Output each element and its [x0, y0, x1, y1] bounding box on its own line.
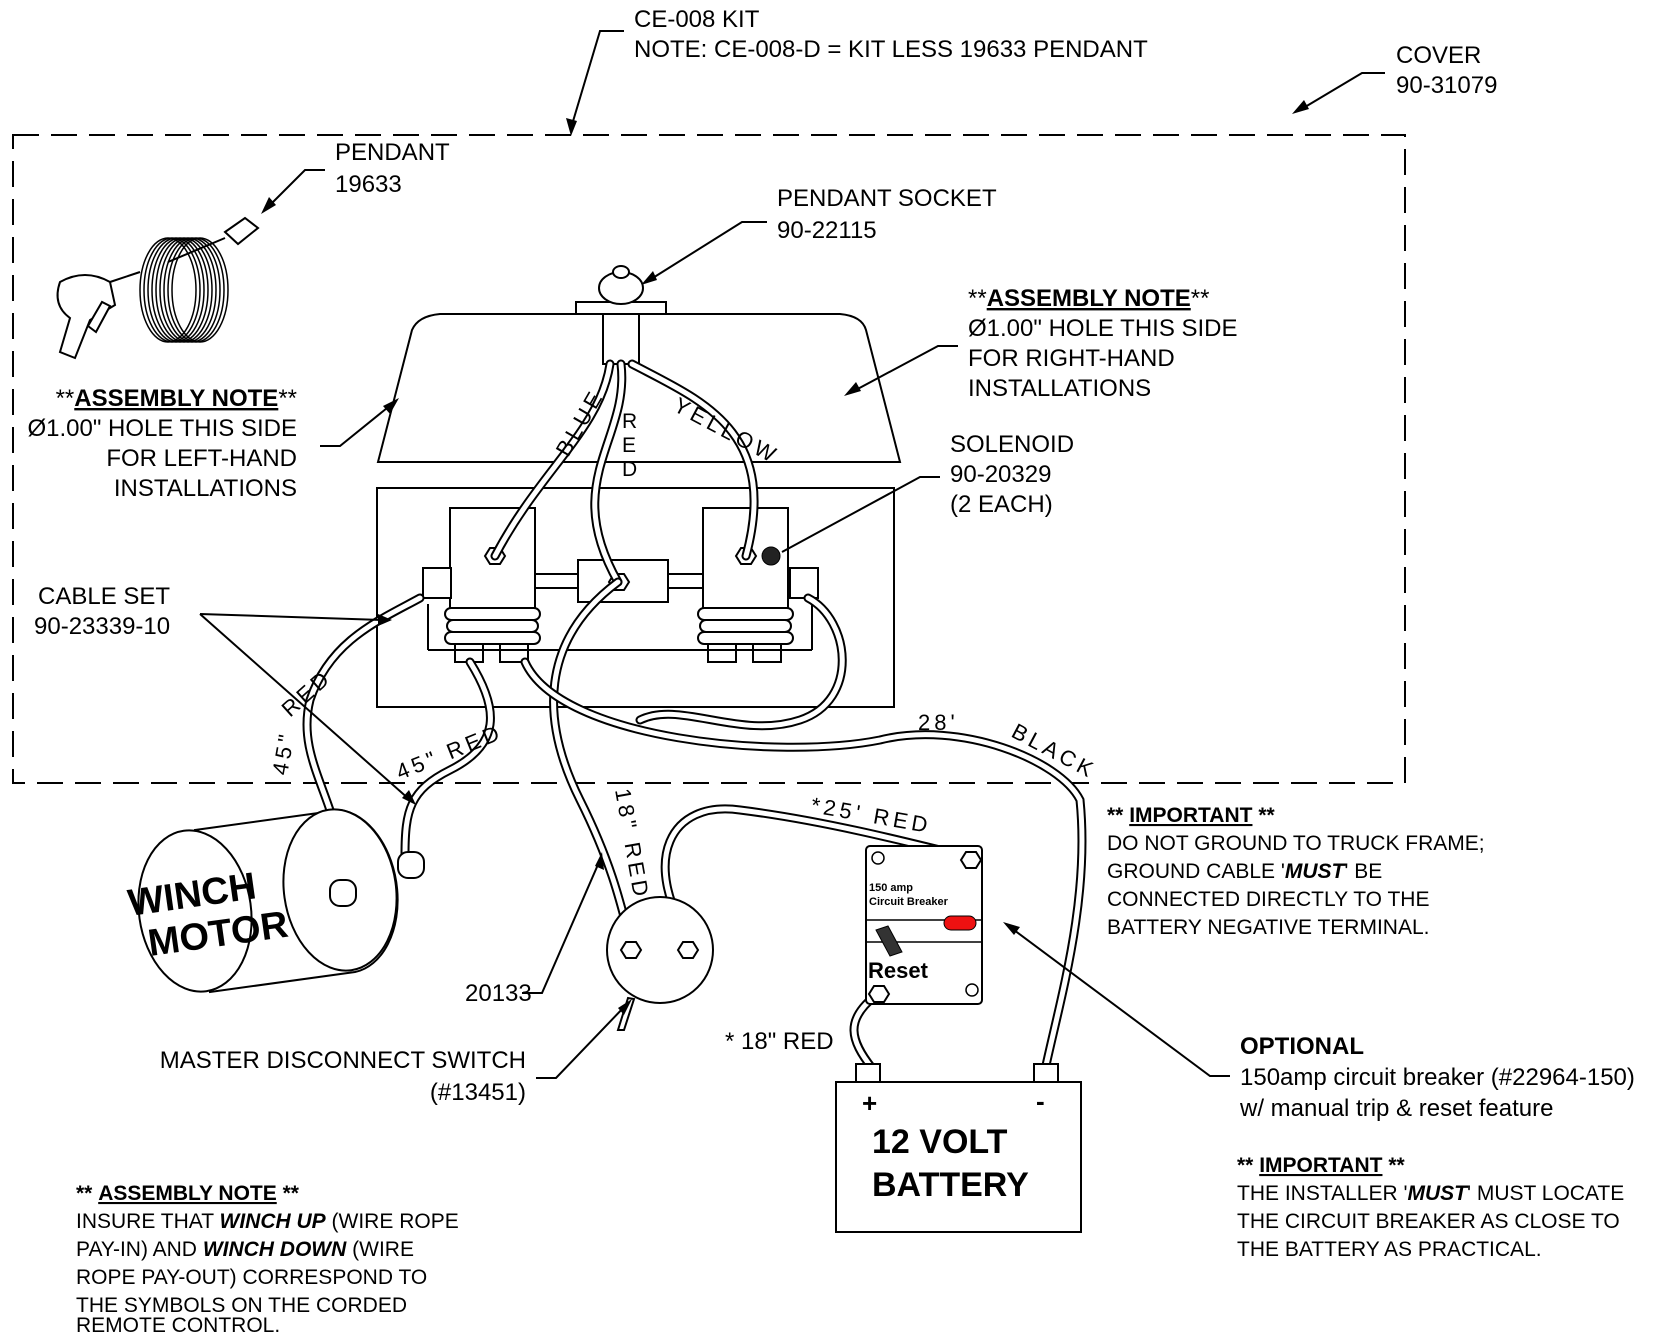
pendant-arrowhead	[261, 197, 276, 214]
solenoid-leader	[781, 476, 940, 553]
important-ground-line4: BATTERY NEGATIVE TERMINAL.	[1107, 916, 1429, 939]
assembly-note-bottom: ** ASSEMBLY NOTE ** INSURE THAT WINCH UP…	[76, 1182, 459, 1337]
pendant-leader	[267, 169, 325, 208]
assembly-right-title-line: **ASSEMBLY NOTE**	[968, 285, 1209, 312]
control-wires	[490, 359, 759, 587]
wire-45-left-length: 45"	[267, 729, 299, 777]
breaker-line2: Circuit Breaker	[869, 896, 949, 908]
battery: + - 12 VOLT BATTERY	[835, 1063, 1082, 1233]
optional-line1: 150amp circuit breaker (#22964-150)	[1240, 1064, 1635, 1091]
master-switch-leader	[536, 1004, 627, 1079]
solenoid-right	[697, 507, 794, 663]
pendant-icon	[56, 216, 260, 360]
assembly-bottom-line3: ROPE PAY-OUT) CORRESPOND TO	[76, 1266, 427, 1289]
cover-line2: 90-31079	[1396, 72, 1497, 99]
cable-set-line2: 90-23339-10	[34, 613, 170, 640]
battery-plus: +	[862, 1088, 877, 1118]
optional-note: OPTIONAL 150amp circuit breaker (#22964-…	[1003, 922, 1635, 1122]
wire-red-d: D	[622, 458, 637, 481]
wire-red-18-battery-label: * 18" RED	[725, 1028, 834, 1055]
wire-red-r: R	[622, 410, 637, 433]
breaker-line1: 150 amp	[869, 882, 913, 894]
important-breaker-line3: THE BATTERY AS PRACTICAL.	[1237, 1238, 1542, 1261]
cover-line1: COVER	[1396, 42, 1481, 69]
socket-line1: PENDANT SOCKET	[777, 185, 997, 212]
kit-leader	[570, 30, 624, 129]
assembly-left-title-line: **ASSEMBLY NOTE**	[56, 385, 297, 412]
optional-title: OPTIONAL	[1240, 1033, 1364, 1060]
assembly-bottom-title-line: ** ASSEMBLY NOTE **	[76, 1182, 300, 1205]
kit-line1: CE-008 KIT	[634, 6, 760, 33]
wire-black-length: 28'	[918, 710, 959, 735]
enclosure-cover	[376, 313, 902, 463]
wire-red-e: E	[622, 434, 636, 457]
assembly-left-leader	[320, 403, 393, 447]
important-ground-line3: CONNECTED DIRECTLY TO THE	[1107, 888, 1429, 911]
kit-label: CE-008 KIT NOTE: CE-008-D = KIT LESS 196…	[566, 6, 1148, 136]
socket-line2: 90-22115	[777, 217, 877, 244]
solenoid-left	[444, 507, 541, 663]
assembly-right-leader	[851, 345, 958, 393]
assembly-bottom-line5: REMOTE CONTROL.	[76, 1314, 280, 1337]
important-breaker-note: ** IMPORTANT ** THE INSTALLER 'MUST' MUS…	[1237, 1154, 1624, 1261]
cover-leader	[1299, 72, 1385, 111]
important-ground-title-line: ** IMPORTANT **	[1107, 804, 1275, 827]
switch-part-leader	[522, 859, 601, 994]
optional-line2: w/ manual trip & reset feature	[1239, 1095, 1553, 1122]
optional-leader	[1009, 926, 1230, 1077]
cable-set-leader-2	[199, 613, 411, 801]
solenoid-line1: SOLENOID	[950, 431, 1074, 458]
master-switch	[606, 896, 714, 1031]
important-ground-line2: GROUND CABLE 'MUST' BE	[1107, 860, 1382, 883]
cover-label: COVER 90-31079	[1292, 42, 1497, 114]
solenoid-line3: (2 EACH)	[950, 491, 1053, 518]
assembly-bottom-line4: THE SYMBOLS ON THE CORDED	[76, 1294, 407, 1317]
kit-line2: NOTE: CE-008-D = KIT LESS 19633 PENDANT	[634, 36, 1148, 63]
important-ground-note: ** IMPORTANT ** DO NOT GROUND TO TRUCK F…	[1107, 804, 1485, 939]
assembly-note-left: **ASSEMBLY NOTE** Ø1.00" HOLE THIS SIDE …	[27, 385, 399, 502]
pendant-line2: 19633	[335, 171, 402, 198]
important-breaker-title-line: ** IMPORTANT **	[1237, 1154, 1405, 1177]
assembly-left-line2: FOR LEFT-HAND	[106, 445, 297, 472]
assembly-bottom-line2: PAY-IN) AND WINCH DOWN (WIRE	[76, 1238, 414, 1261]
battery-line2: BATTERY	[872, 1166, 1029, 1204]
cable-set-leader-1	[199, 613, 384, 621]
solenoid-label: SOLENOID 90-20329 (2 EACH)	[781, 431, 1074, 553]
pendant-label: PENDANT 19633	[261, 139, 450, 214]
winch-motor: WINCH MOTOR	[125, 808, 425, 994]
important-breaker-line2: THE CIRCUIT BREAKER AS CLOSE TO	[1237, 1210, 1620, 1233]
assembly-right-line3: INSTALLATIONS	[968, 375, 1151, 402]
important-breaker-line1: THE INSTALLER 'MUST' MUST LOCATE	[1237, 1182, 1624, 1205]
cover-outline	[12, 134, 1406, 784]
assembly-left-line3: INSTALLATIONS	[114, 475, 297, 502]
kit-arrowhead	[566, 118, 577, 136]
cable-set-line1: CABLE SET	[38, 583, 170, 610]
circuit-breaker: 150 amp Circuit Breaker Reset	[865, 845, 983, 1005]
cable-set-label: CABLE SET 90-23339-10	[34, 583, 416, 805]
breaker-reset: Reset	[868, 958, 929, 983]
pendant-line1: PENDANT	[335, 139, 450, 166]
assembly-bottom-line1: INSURE THAT WINCH UP (WIRE ROPE	[76, 1210, 459, 1233]
socket-arrowhead	[641, 271, 657, 285]
switch-part-number: 20133	[465, 980, 532, 1007]
important-ground-line1: DO NOT GROUND TO TRUCK FRAME;	[1107, 832, 1485, 855]
center-connector	[422, 559, 819, 651]
assembly-right-line1: Ø1.00" HOLE THIS SIDE	[968, 315, 1238, 342]
assembly-right-line2: FOR RIGHT-HAND	[968, 345, 1175, 372]
cover-arrowhead	[1292, 100, 1309, 114]
assembly-left-line1: Ø1.00" HOLE THIS SIDE	[27, 415, 297, 442]
socket-label: PENDANT SOCKET 90-22115	[641, 185, 997, 285]
master-switch-line1: MASTER DISCONNECT SWITCH	[160, 1047, 526, 1074]
master-switch-line2: (#13451)	[430, 1079, 526, 1106]
battery-minus: -	[1036, 1086, 1045, 1116]
battery-line1: 12 VOLT	[872, 1123, 1008, 1161]
assembly-note-right: **ASSEMBLY NOTE** Ø1.00" HOLE THIS SIDE …	[844, 285, 1238, 402]
socket-leader	[647, 221, 767, 282]
solenoid-line2: 90-20329	[950, 461, 1051, 488]
